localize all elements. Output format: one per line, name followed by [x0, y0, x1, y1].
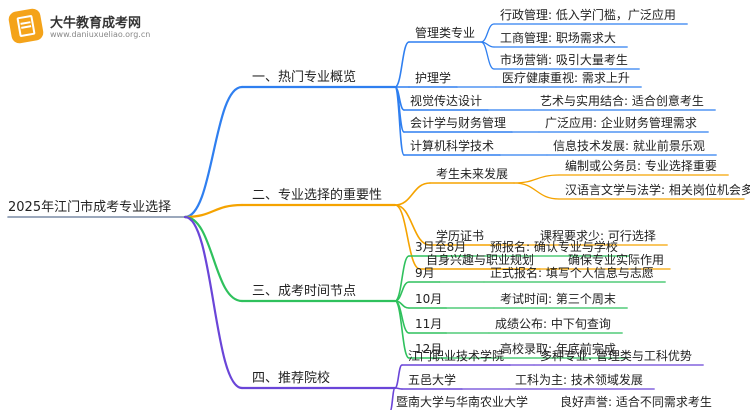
leaf-node: 预报名: 确认专业与学校: [490, 239, 618, 254]
branch-edge: [183, 203, 244, 219]
root-node: 2025年江门市成考专业选择: [8, 199, 171, 215]
child-node: 计算机科学技术: [410, 138, 494, 153]
leaf-node: 汉语言文学与法学: 相关岗位机会多: [565, 182, 750, 197]
child-edge: [394, 182, 431, 206]
leaf-node: 课程要求少: 可行选择: [540, 228, 656, 243]
child-edge: [394, 387, 403, 390]
child-edge: [394, 204, 431, 246]
branch-edge: [183, 85, 244, 219]
branch-node: 一、热门专业概览: [252, 69, 356, 85]
branch-edge: [183, 215, 244, 390]
child-node: 江门职业技术学院: [408, 348, 504, 363]
site-logo: 大牛教育成考网 www.daniuxueliao.org.cn: [7, 6, 158, 48]
site-name: 大牛教育成考网: [50, 16, 142, 31]
leaf-node: 确保专业实际作用: [568, 252, 664, 267]
branch-node: 二、专业选择的重要性: [252, 187, 382, 203]
child-node: 3月至8月: [415, 240, 466, 254]
child-node: 视觉传达设计: [410, 93, 482, 108]
branch-node: 三、成考时间节点: [252, 284, 356, 299]
leaf-node: 良好声誉: 适合不同需求考生: [560, 394, 712, 409]
leaf-node: 多种专业: 管理类与工科优势: [540, 348, 692, 363]
child-node: 11月: [415, 317, 442, 331]
leaf-edge: [480, 23, 495, 43]
child-node: 五邑大学: [408, 372, 456, 387]
leaf-node: 艺术与实用结合: 适合创意考生: [540, 93, 704, 108]
child-node: 暨南大学与华南农业大学: [396, 394, 528, 409]
child-node: 9月: [415, 266, 435, 280]
child-node: 会计学与财务管理: [410, 115, 506, 130]
leaf-node: 考试时间: 第三个周末: [500, 291, 616, 306]
child-node: 12月: [415, 342, 442, 356]
child-node: 护理学: [415, 70, 451, 85]
child-node: 自身兴趣与职业规划: [426, 252, 534, 267]
leaf-node: 成绩公布: 中下旬查询: [495, 316, 611, 331]
child-edge: [394, 300, 410, 359]
leaf-node: 广泛应用: 企业财务管理需求: [545, 115, 697, 130]
leaf-node: 医疗健康重视: 需求上升: [502, 70, 630, 85]
branch-edge: [183, 215, 244, 303]
child-node: 10月: [415, 292, 442, 306]
branch-node: 四、推荐院校: [252, 370, 330, 386]
leaf-node: 信息技术发展: 就业前景乐观: [553, 138, 705, 153]
child-edge: [394, 41, 410, 88]
leaf-edge: [513, 182, 560, 200]
mind-map-labels: 2025年江门市成考专业选择 一、热门专业概览 管理类专业 行政管理: 低入学门槛，广…: [8, 7, 750, 409]
mind-map-edges: [7, 23, 745, 410]
site-url: www.daniuxueliao.org.cn: [50, 30, 151, 39]
leaf-edge: [513, 174, 560, 184]
child-edge: [394, 255, 410, 302]
leaf-node: 行政管理: 低入学门槛，广泛应用: [500, 7, 676, 22]
leaf-node: 市场营销: 吸引大量考生: [500, 52, 628, 67]
leaf-node: 编制或公务员: 专业选择重要: [565, 158, 717, 173]
leaf-edge: [480, 41, 495, 70]
child-edge: [389, 387, 396, 410]
child-edge: [394, 204, 421, 270]
child-edge: [394, 86, 405, 156]
child-node: 学历证书: [436, 228, 484, 243]
child-node: 管理类专业: [415, 25, 475, 40]
child-edge: [394, 364, 403, 389]
leaf-node: 高校录取: 年底前完成: [500, 341, 616, 356]
leaf-node: 工商管理: 职场需求大: [500, 30, 616, 45]
leaf-node: 工科为主: 技术领域发展: [515, 372, 643, 387]
leaf-node: 正式报名: 填写个人信息与志愿: [490, 265, 654, 280]
child-node: 考生未来发展: [436, 166, 508, 181]
